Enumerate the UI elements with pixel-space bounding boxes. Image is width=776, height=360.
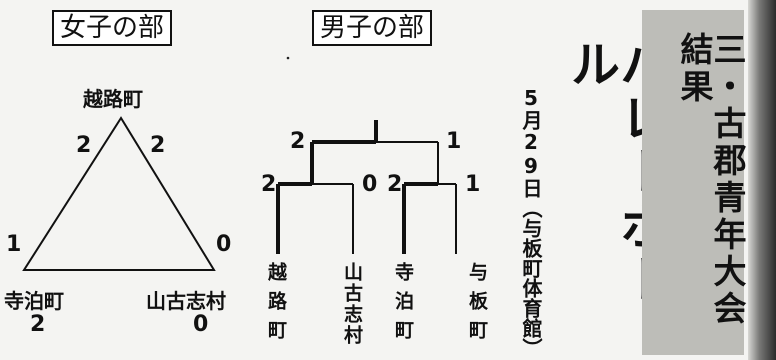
men-bracket-winner — [276, 120, 438, 254]
women-right-total: 0 — [193, 312, 209, 337]
women-team-left: 寺泊町 — [4, 289, 64, 313]
men-final-score-right: 1 — [446, 129, 462, 154]
men-section-title: 男子の部 — [312, 10, 433, 46]
women-team-right: 山古志村 — [146, 289, 226, 313]
men-r1-score-d: 1 — [465, 172, 481, 197]
women-triangle — [22, 116, 216, 271]
women-team-top: 越路町 — [83, 87, 143, 111]
men-final-score-left: 2 — [290, 129, 306, 154]
women-score-right-up: 0 — [216, 232, 232, 257]
women-section-title: 女子の部 — [52, 10, 173, 46]
women-score-top-right: 2 — [150, 133, 166, 158]
men-team-3: 寺泊町 — [392, 262, 414, 349]
banner-text: 三・古郡青年大会結果 — [675, 32, 747, 328]
men-bracket-thin — [312, 141, 457, 254]
stray-dot — [286, 56, 290, 60]
women-score-top-left: 2 — [76, 133, 92, 158]
men-r1-score-b: 0 — [362, 172, 378, 197]
men-r1-score-c: 2 — [387, 172, 403, 197]
men-team-4: 与板町 — [466, 262, 488, 349]
photo-edge — [748, 0, 776, 360]
results-banner: 三・古郡青年大会結果 — [642, 10, 747, 355]
men-r1-score-a: 2 — [261, 172, 277, 197]
women-score-left-up: 1 — [6, 232, 22, 257]
men-team-2: 山古志村 — [341, 262, 363, 346]
women-left-total: 2 — [30, 312, 46, 337]
men-team-1: 越路町 — [265, 262, 287, 349]
event-date-venue: 5月29日（与板町体育館） — [519, 86, 543, 358]
